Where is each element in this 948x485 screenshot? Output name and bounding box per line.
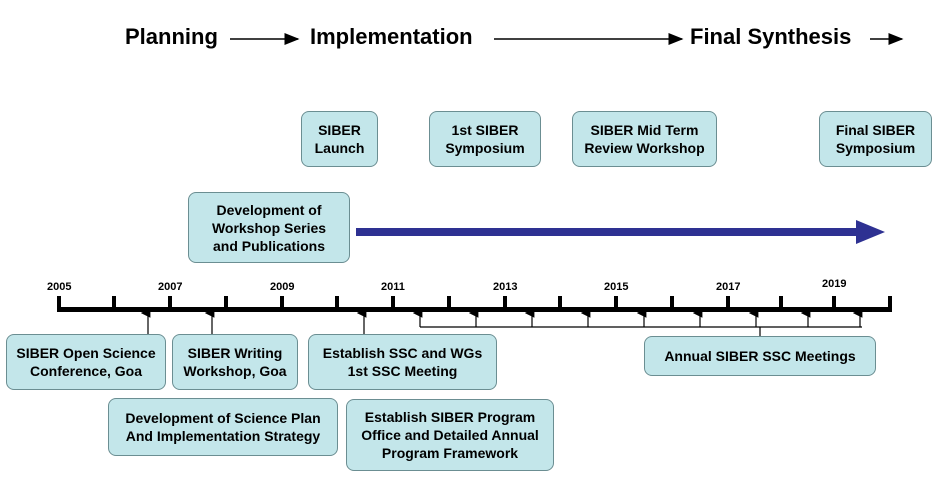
event-siber-launch: SIBER Launch — [301, 111, 378, 167]
development-arrow — [356, 220, 885, 244]
event-writing-workshop: SIBER Writing Workshop, Goa — [172, 334, 298, 390]
event-final-symposium: Final SIBER Symposium — [819, 111, 932, 167]
year-label: 2011 — [381, 281, 405, 293]
phase-final-synthesis: Final Synthesis — [690, 24, 852, 49]
year-label: 2019 — [822, 278, 847, 290]
development-workshop-series-box: Development of Workshop Series and Publi… — [188, 192, 350, 263]
year-label: 2005 — [47, 281, 72, 293]
event-program-office: Establish SIBER Program Office and Detai… — [346, 399, 554, 471]
year-label: 2007 — [158, 281, 183, 293]
event-midterm-review: SIBER Mid Term Review Workshop — [572, 111, 717, 167]
timeline-axis — [57, 296, 892, 312]
year-label: 2017 — [716, 281, 741, 293]
event-annual-ssc-meetings: Annual SIBER SSC Meetings — [644, 336, 876, 376]
event-establish-ssc: Establish SSC and WGs 1st SSC Meeting — [308, 334, 497, 390]
year-label: 2009 — [270, 281, 295, 293]
phase-implementation: Implementation — [310, 24, 473, 49]
annual-meetings-bracket — [412, 308, 863, 343]
event-open-science-conference: SIBER Open Science Conference, Goa — [6, 334, 166, 390]
phase-planning: Planning — [125, 24, 218, 49]
year-label: 2015 — [604, 281, 629, 293]
event-first-symposium: 1st SIBER Symposium — [429, 111, 541, 167]
event-science-plan: Development of Science Plan And Implemen… — [108, 398, 338, 456]
year-label: 2013 — [493, 281, 518, 293]
